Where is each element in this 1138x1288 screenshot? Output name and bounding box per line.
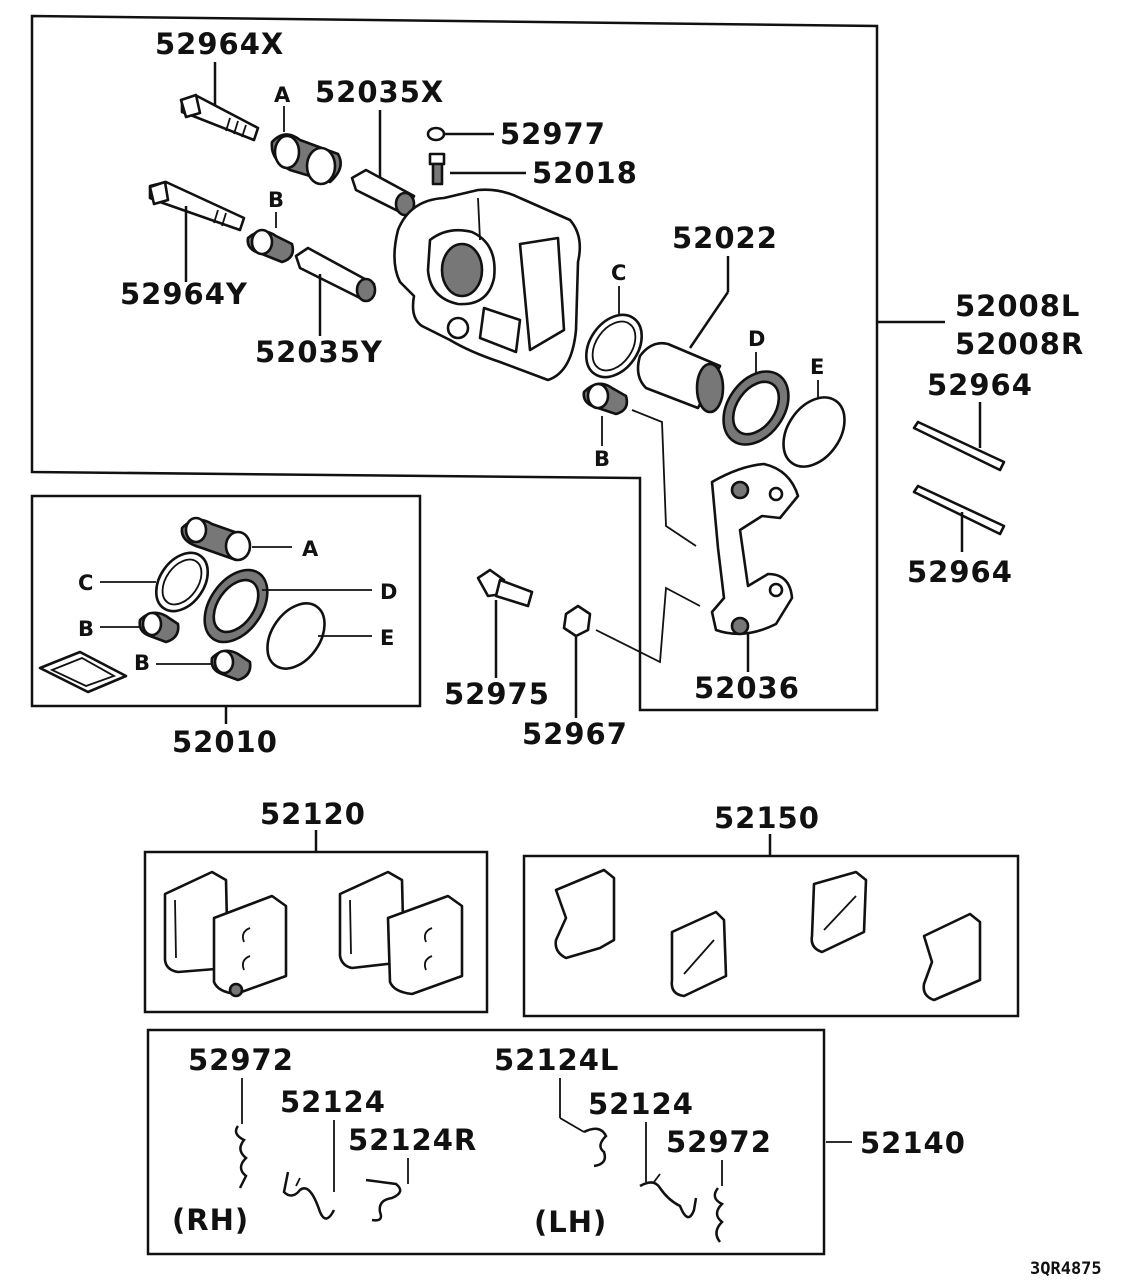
piston-icon bbox=[636, 341, 725, 414]
brake-pad-lh-icon bbox=[338, 870, 464, 996]
boot-B-mid-icon bbox=[582, 382, 629, 416]
ring-E-icon bbox=[782, 396, 846, 468]
leader-52022-b bbox=[688, 291, 730, 349]
brake-pad-rh-icon bbox=[163, 870, 288, 998]
letter-B-kit2: B bbox=[134, 651, 150, 675]
guide-bolt-x-icon bbox=[179, 93, 260, 142]
label-52008R: 52008R bbox=[955, 327, 1084, 361]
bracket-guide-line-upper bbox=[631, 409, 697, 547]
sleeve-x-icon bbox=[350, 168, 416, 217]
label-52150: 52150 bbox=[714, 801, 820, 835]
pad-set-52120-frame bbox=[143, 850, 489, 1014]
label-52036: 52036 bbox=[694, 671, 800, 705]
kit-boot-B1-icon bbox=[138, 611, 180, 644]
letter-E-top: E bbox=[810, 355, 824, 379]
kit-boot-D-icon bbox=[203, 568, 269, 644]
clip-set-52140-frame bbox=[146, 1028, 826, 1256]
letter-B-kit1: B bbox=[78, 617, 94, 641]
label-52120: 52120 bbox=[260, 797, 366, 831]
label-52035X: 52035X bbox=[315, 75, 444, 109]
anti-squeal-clip-rh-icon bbox=[282, 1171, 336, 1220]
bleeder-screw-icon bbox=[428, 152, 446, 186]
boot-B-upper-icon bbox=[246, 228, 295, 264]
label-52964-a: 52964 bbox=[927, 368, 1033, 402]
letter-E-kit: E bbox=[380, 626, 394, 650]
label-52972-b: 52972 bbox=[666, 1125, 772, 1159]
seal-C-icon bbox=[585, 313, 643, 379]
label-52010: 52010 bbox=[172, 725, 278, 759]
guide-bolt-y-icon bbox=[148, 180, 246, 232]
letter-B-mid: B bbox=[594, 447, 610, 471]
letter-A-top: A bbox=[274, 83, 291, 107]
label-52140: 52140 bbox=[860, 1126, 966, 1160]
label-52022: 52022 bbox=[672, 221, 778, 255]
shim-3-icon bbox=[810, 870, 868, 954]
shim-1-icon bbox=[554, 868, 616, 960]
label-52124-b: 52124 bbox=[588, 1087, 694, 1121]
side-label-rh: (RH) bbox=[172, 1203, 249, 1237]
wear-indicator-lh-icon bbox=[713, 1187, 725, 1243]
wear-indicator-rh-icon bbox=[234, 1125, 248, 1189]
kit-seal-C-icon bbox=[154, 551, 210, 613]
boot-D-icon bbox=[722, 370, 790, 446]
label-52967: 52967 bbox=[522, 717, 628, 751]
label-52977: 52977 bbox=[500, 117, 606, 151]
side-label-lh: (LH) bbox=[534, 1205, 607, 1239]
shim-4-icon bbox=[922, 912, 982, 1002]
label-52124L: 52124L bbox=[494, 1043, 619, 1077]
pad-clip-l-icon bbox=[583, 1127, 608, 1168]
anti-squeal-clip-lh-icon bbox=[639, 1181, 698, 1219]
kit-ring-E-icon bbox=[266, 602, 326, 670]
label-52018: 52018 bbox=[532, 156, 638, 190]
label-52964X: 52964X bbox=[155, 27, 284, 61]
pin-lower-icon bbox=[912, 484, 1006, 536]
label-52035Y: 52035Y bbox=[255, 335, 383, 369]
label-52964Y: 52964Y bbox=[120, 277, 248, 311]
boot-A-icon bbox=[270, 133, 342, 186]
kit-boot-A-icon bbox=[180, 516, 252, 562]
sleeve-y-icon bbox=[294, 246, 377, 303]
letter-B-top: B bbox=[268, 188, 284, 212]
label-52972-a: 52972 bbox=[188, 1043, 294, 1077]
label-52124-a: 52124 bbox=[280, 1085, 386, 1119]
shim-2-icon bbox=[670, 910, 728, 998]
bracket-bolt-icon bbox=[476, 568, 534, 608]
support-bracket-icon bbox=[710, 462, 800, 636]
caliper-assembly-frame bbox=[30, 14, 879, 712]
shim-set-52150-frame bbox=[522, 854, 1020, 1018]
kit-boot-B2-icon bbox=[210, 649, 252, 682]
pad-clip-r-icon bbox=[365, 1178, 402, 1222]
bleeder-cap-icon bbox=[426, 126, 446, 142]
label-52124R: 52124R bbox=[348, 1123, 477, 1157]
letter-D-kit: D bbox=[380, 580, 397, 604]
leader-52124L-b bbox=[559, 1117, 585, 1133]
letter-C-top: C bbox=[611, 261, 626, 285]
bracket-guide-line-lower bbox=[595, 586, 701, 664]
nut-icon bbox=[562, 604, 592, 638]
label-52008L: 52008L bbox=[955, 289, 1080, 323]
label-52975: 52975 bbox=[444, 677, 550, 711]
caliper-body-icon bbox=[393, 188, 582, 382]
letter-D-top: D bbox=[748, 327, 765, 351]
letter-A-kit: A bbox=[302, 537, 319, 561]
kit-grease-packet-icon bbox=[38, 650, 128, 694]
pin-upper-icon bbox=[912, 420, 1006, 472]
letter-C-kit: C bbox=[78, 571, 93, 595]
figure-id: 3QR4875 bbox=[1030, 1259, 1102, 1279]
label-52964-b: 52964 bbox=[907, 555, 1013, 589]
